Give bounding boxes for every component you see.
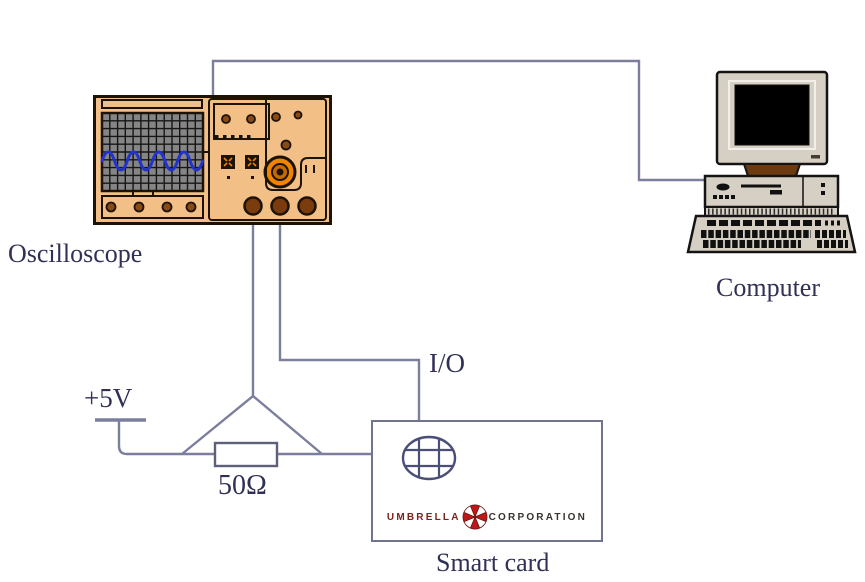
oscilloscope-left-panel xyxy=(100,99,209,219)
monitor-screen xyxy=(734,84,810,146)
bnc-connectors xyxy=(243,196,317,216)
smart-card: UMBRELLA CORPORATION xyxy=(371,420,603,542)
monitor xyxy=(715,70,829,166)
supply-voltage-label: +5V xyxy=(84,383,133,413)
wire-probe-channel1 xyxy=(181,210,323,455)
smart-card-label: Smart card xyxy=(436,548,550,577)
logo-text-corporation: CORPORATION xyxy=(488,511,588,523)
panel-divider xyxy=(265,99,326,191)
io-label: I/O xyxy=(429,348,465,378)
resistor-label: 50Ω xyxy=(218,470,267,501)
oscilloscope-label: Oscilloscope xyxy=(8,239,143,268)
square-knob-2 xyxy=(245,155,259,179)
monitor-stand xyxy=(742,163,802,177)
umbrella-logo: UMBRELLA CORPORATION xyxy=(373,504,601,530)
waveform xyxy=(100,150,205,172)
wire-oscilloscope-to-computer xyxy=(211,59,706,182)
oscilloscope-right-panel xyxy=(208,98,327,221)
resistor-body xyxy=(213,441,279,468)
oscilloscope-icon xyxy=(93,95,332,225)
logo-text-umbrella: UMBRELLA xyxy=(386,511,461,523)
computer-icon xyxy=(686,70,857,254)
knob-row-bottom xyxy=(105,201,197,213)
wire-io-channel2 xyxy=(278,210,421,423)
chip-contact-icon xyxy=(401,435,457,481)
button-dots xyxy=(215,135,251,139)
panel-ticks xyxy=(305,165,315,173)
computer-label: Computer xyxy=(716,273,820,302)
keyboard xyxy=(686,214,857,254)
umbrella-logo-icon xyxy=(462,504,488,530)
big-knob xyxy=(263,155,297,189)
vent-strip xyxy=(704,206,839,217)
square-knob-1 xyxy=(221,155,235,179)
system-unit xyxy=(703,174,840,209)
wire-supply-to-card xyxy=(117,421,372,456)
